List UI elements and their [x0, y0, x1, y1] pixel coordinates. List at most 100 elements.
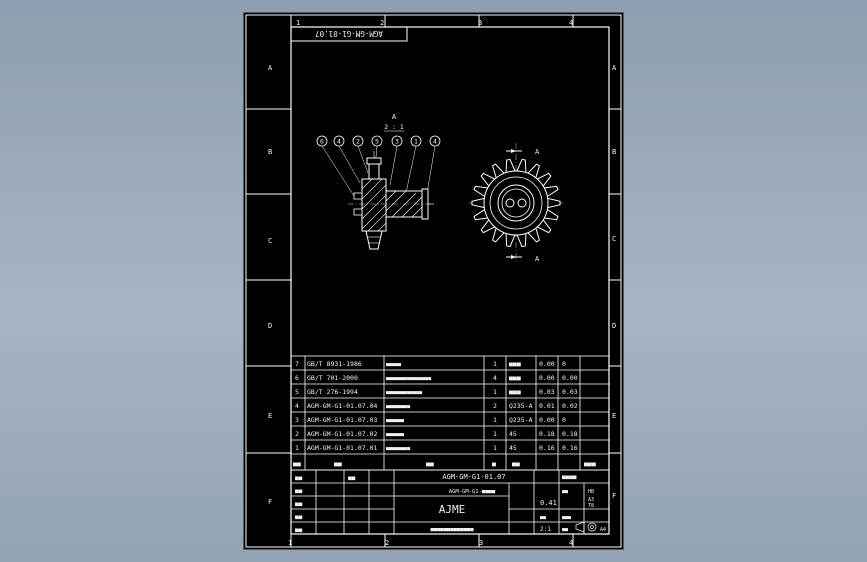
- outer-frame: [245, 14, 622, 548]
- sprocket-tooth: [471, 197, 485, 209]
- weight-value: 0.41: [540, 499, 557, 507]
- balloon-6: [316, 135, 328, 147]
- bom-cell-unit_wt: 0.00: [539, 416, 555, 424]
- bom-header-remark: ■■■: [584, 460, 596, 468]
- row-label-right-b: B: [612, 148, 616, 156]
- bom-cell-code: AGM-GM-G1-01.07.04: [307, 402, 378, 410]
- col-label-1: 1: [296, 19, 300, 27]
- projection-label: ■■: [562, 527, 568, 533]
- bom-cell-qty: 4: [493, 374, 497, 382]
- bom-header-code: ■■: [334, 460, 342, 468]
- bom-cell-unit_wt: 0.00: [539, 360, 555, 368]
- bom-cell-unit_wt: 0.01: [539, 402, 555, 410]
- bom-cell-material: Q235-A: [509, 402, 533, 410]
- bom-cell-total_wt: 0.18: [562, 430, 578, 438]
- bom-cell-qty: 1: [493, 444, 497, 452]
- bom-header-name: ■■: [426, 460, 434, 468]
- zone-ticks: [246, 15, 621, 547]
- label-process: ■■: [295, 501, 303, 508]
- bom-cell-total_wt: 0: [562, 416, 566, 424]
- bom-cell-material: Q235-A: [509, 416, 533, 424]
- balloon-3-label: 3: [395, 138, 399, 146]
- bom-cell-name: ■■■■■: [386, 362, 401, 368]
- bom-cell-total_wt: 0.02: [562, 402, 578, 410]
- balloon-1: [410, 135, 422, 147]
- format-label: A4: [600, 527, 606, 533]
- balloon-4a-label: 4: [337, 138, 341, 146]
- bom-cell-unit_wt: 0.03: [539, 388, 555, 396]
- balloon-4b: [429, 135, 441, 147]
- view-arrow-label-bottom: A: [535, 255, 540, 263]
- row-label-right-a: A: [612, 64, 617, 72]
- balloon-2-label: 2: [356, 138, 360, 146]
- title-block-text: AGM-GM-G1-01.07 AGM-GM-G1-■■■■ AJME ■■■■…: [295, 473, 606, 534]
- balloon-1-label: 1: [414, 138, 418, 146]
- label-design: ■■: [295, 475, 303, 482]
- bom-cell-material: ■■■: [509, 388, 521, 396]
- projection-icon: [575, 521, 597, 533]
- part-name: AGM-GM-G1-■■■■: [449, 489, 496, 495]
- bom-cell-no: 1: [295, 444, 299, 452]
- bom-header-qty: ■: [492, 460, 496, 468]
- section-label-a: A: [392, 113, 397, 121]
- title-code-2: A3: [588, 497, 594, 503]
- row-label-d: D: [268, 322, 272, 330]
- row-label-c: C: [268, 237, 272, 245]
- col-label-bottom-1: 1: [288, 539, 292, 547]
- row-label-b: B: [268, 148, 272, 156]
- balloon-group: 6 4 2 5 3 1 4: [316, 135, 441, 147]
- col-label-4: 4: [569, 19, 573, 27]
- balloon-4a: [333, 135, 345, 147]
- col-label-3: 3: [478, 19, 482, 27]
- balloon-3: [391, 135, 403, 147]
- bom-cell-no: 5: [295, 388, 299, 396]
- label-approve: ■■: [295, 527, 303, 534]
- bom-header-no: ■■: [293, 460, 301, 468]
- balloon-5: [371, 135, 383, 147]
- bom-header-row: ■■ ■■ ■■ ■ ■■ ■■■: [293, 460, 596, 468]
- sprocket-tooth: [547, 197, 561, 209]
- bom-cell-code: AGM-GM-G1-01.07.03: [307, 416, 378, 424]
- bom-cell-unit_wt: 0.16: [539, 444, 555, 452]
- rotated-code-box: [290, 26, 408, 42]
- bom-cell-code: GB/T 276-1994: [307, 388, 358, 396]
- bom-cell-no: 2: [295, 430, 299, 438]
- bom-cell-material: 45: [509, 430, 517, 438]
- bom-cell-qty: 1: [493, 360, 497, 368]
- bom-cell-qty: 1: [493, 416, 497, 424]
- bom-cell-no: 3: [295, 416, 299, 424]
- view-arrow-label-top: A: [535, 148, 540, 156]
- bom-cell-material: ■■■: [509, 374, 521, 382]
- bom-cell-code: AGM-GM-G1-01.07.01: [307, 444, 378, 452]
- bom-cell-material: ■■■: [509, 360, 521, 368]
- bom-cell-name: ■■■■■■: [386, 432, 404, 438]
- col-label-bottom-4: 4: [569, 539, 573, 547]
- bom-cell-code: GB/T 8931-1986: [307, 360, 362, 368]
- title-code-0: ■■■■: [562, 474, 577, 481]
- inner-frame: [290, 26, 610, 535]
- bom-cell-name: ■■■■■■■■■■■■■■■: [386, 376, 431, 382]
- section-view: A 2 : 1: [321, 113, 436, 250]
- bom-cell-name: ■■■■■■■■: [386, 404, 410, 410]
- bom-cell-name: ■■■■■■■■: [386, 446, 410, 452]
- title-code-4: ■■: [562, 489, 568, 495]
- bom-cell-qty: 1: [493, 430, 497, 438]
- row-label-right-e: E: [612, 412, 616, 420]
- bom-cell-qty: 1: [493, 388, 497, 396]
- label-date: ■■: [348, 475, 356, 482]
- cad-drawing: 1 2 3 4 1 2 3 4 A B C D E F A B C D E F …: [245, 14, 622, 548]
- bom-cell-qty: 2: [493, 402, 497, 410]
- title-code-3: T8: [588, 503, 594, 509]
- bom-cell-total_wt: 0.00: [562, 374, 578, 382]
- bom-cell-total_wt: 0.03: [562, 388, 578, 396]
- col-label-bottom-3: 3: [479, 539, 483, 547]
- col-label-bottom-2: 2: [385, 539, 389, 547]
- bom-cell-no: 4: [295, 402, 299, 410]
- balloon-5-label: 5: [375, 138, 379, 146]
- row-label-e: E: [268, 412, 272, 420]
- label-std: ■■: [295, 514, 303, 521]
- scale-value: 2:1: [540, 526, 551, 533]
- bom-cell-name: ■■■■■■: [386, 418, 404, 424]
- bom-cell-unit_wt: 0.00: [539, 374, 555, 382]
